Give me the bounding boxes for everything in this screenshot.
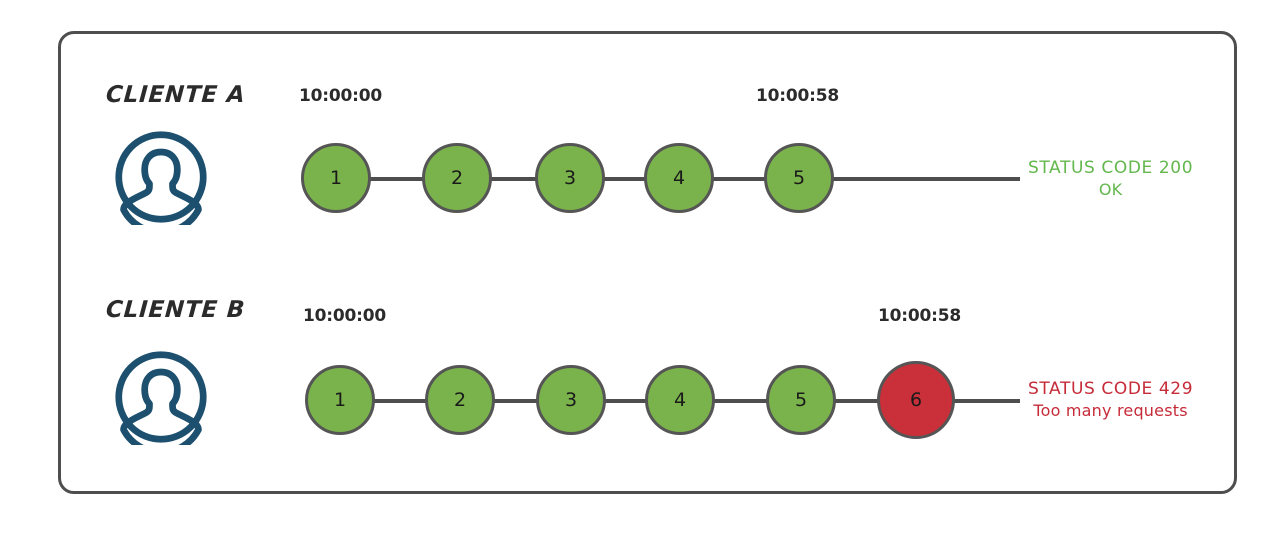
user-avatar-icon: [115, 131, 207, 225]
client-a-status-badge: STATUS CODE 200 OK: [1028, 157, 1193, 200]
request-node[interactable]: 2: [425, 365, 495, 435]
client-a-label: CLIENTE A: [105, 82, 247, 108]
client-b-label: CLIENTE B: [105, 297, 247, 323]
request-node[interactable]: 1: [305, 365, 375, 435]
request-node[interactable]: 2: [422, 143, 492, 213]
request-node[interactable]: 3: [536, 365, 606, 435]
request-node[interactable]: 3: [535, 143, 605, 213]
request-node-error[interactable]: 6: [877, 361, 955, 439]
client-a-status-title: STATUS CODE 200: [1028, 158, 1194, 178]
client-b-status-subtitle: Too many requests: [1033, 401, 1188, 420]
request-node[interactable]: 1: [301, 143, 371, 213]
client-a-status-subtitle: OK: [1098, 180, 1123, 199]
request-node[interactable]: 4: [644, 143, 714, 213]
client-a-start-time: 10:00:00: [299, 86, 382, 106]
client-b-end-time: 10:00:58: [878, 306, 961, 326]
request-node[interactable]: 4: [645, 365, 715, 435]
client-a-end-time: 10:00:58: [756, 86, 839, 106]
diagram-frame: [58, 31, 1237, 494]
request-node[interactable]: 5: [764, 143, 834, 213]
user-avatar-icon: [115, 351, 207, 445]
client-b-status-title: STATUS CODE 429: [1028, 379, 1194, 399]
client-b-start-time: 10:00:00: [303, 306, 386, 326]
client-b-status-badge: STATUS CODE 429 Too many requests: [1028, 378, 1193, 421]
request-node[interactable]: 5: [766, 365, 836, 435]
